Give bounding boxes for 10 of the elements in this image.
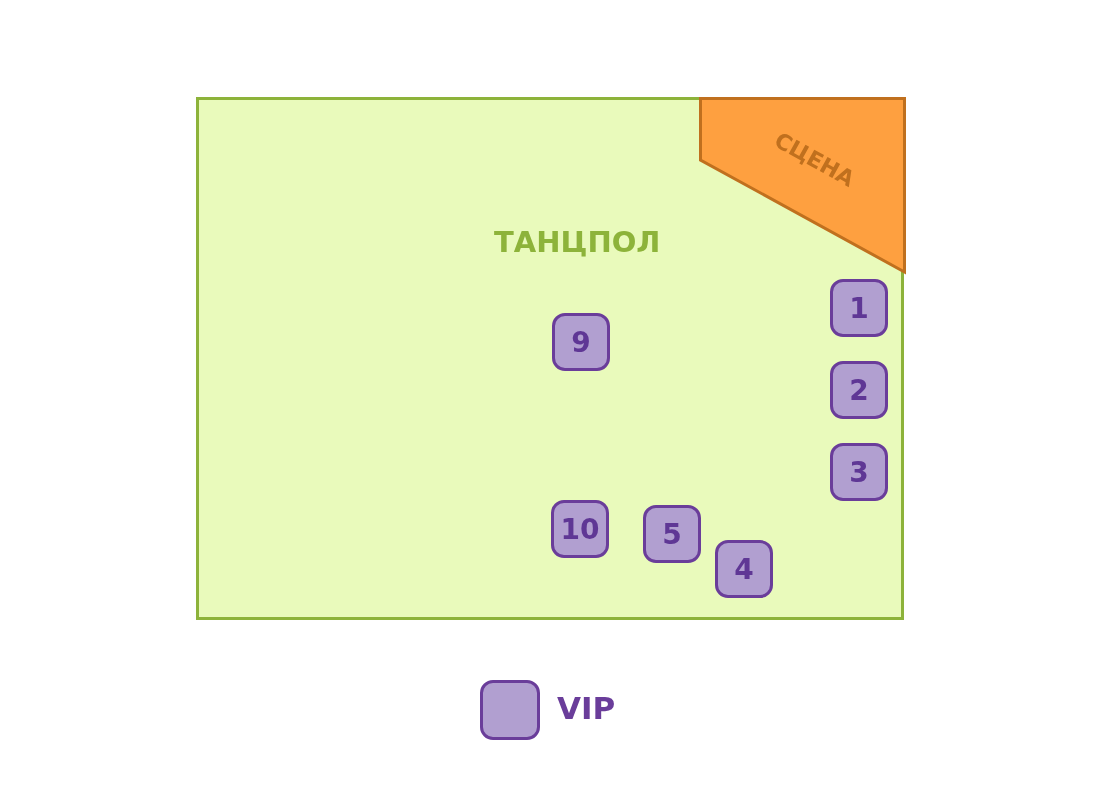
dance-floor-area bbox=[196, 97, 904, 620]
vip-table-marker: 2 bbox=[830, 361, 888, 419]
vip-table-marker: 10 bbox=[551, 500, 609, 558]
vip-table-marker: 9 bbox=[552, 313, 610, 371]
vip-table-marker: 5 bbox=[643, 505, 701, 563]
legend-label: VIP bbox=[557, 690, 616, 726]
vip-table-marker: 3 bbox=[830, 443, 888, 501]
zone-label: ТАНЦПОЛ bbox=[494, 225, 661, 259]
vip-table-marker: 1 bbox=[830, 279, 888, 337]
vip-table-marker: 4 bbox=[715, 540, 773, 598]
